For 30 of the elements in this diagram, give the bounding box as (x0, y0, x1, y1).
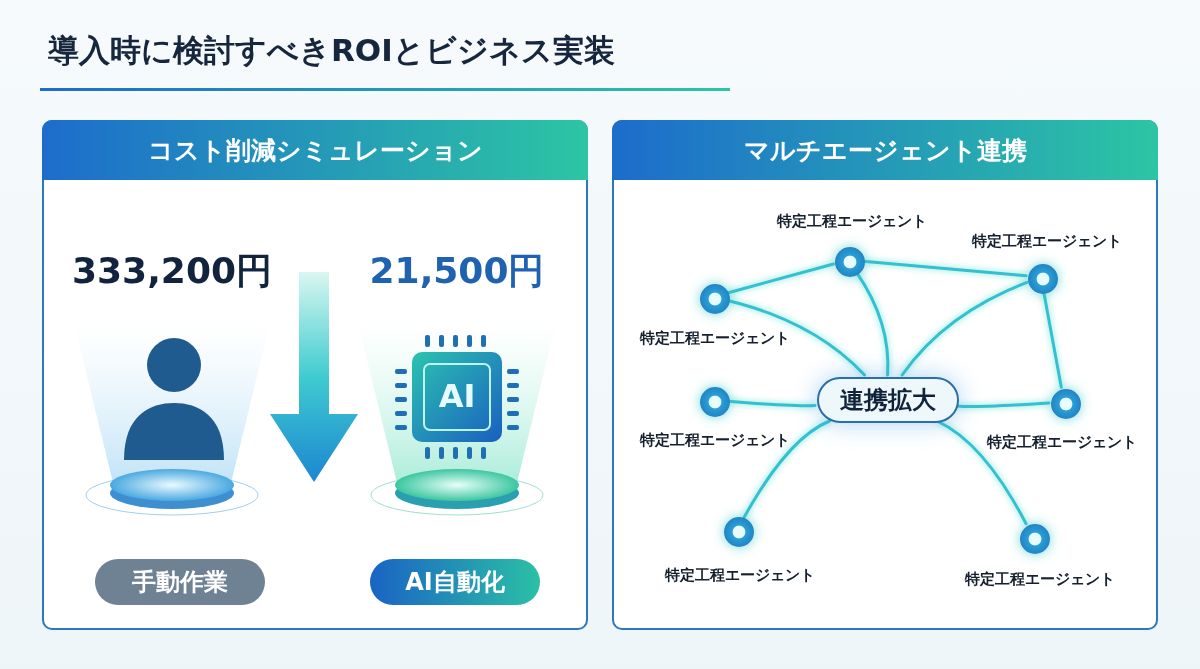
agent-node (700, 284, 730, 314)
agent-label: 特定工程エージェント (972, 232, 1122, 251)
connector-line (726, 262, 835, 295)
hub-pill: 連携拡大 (817, 377, 959, 423)
connector-line (742, 419, 831, 519)
agent-node (724, 517, 754, 547)
chip-label: AI (438, 377, 476, 415)
agent-label: 特定工程エージェント (640, 431, 790, 450)
agent-node (1028, 264, 1058, 294)
agent-label: 特定工程エージェント (777, 212, 927, 231)
panel-header: コスト削減シミュレーション (42, 120, 588, 180)
cost-amount: 21,500円 (369, 249, 545, 293)
agent-label: 特定工程エージェント (965, 570, 1115, 589)
agent-label: 特定工程エージェント (987, 433, 1137, 452)
panel (612, 120, 1158, 630)
panel-header: マルチエージェント連携 (612, 120, 1158, 180)
agent-node (700, 387, 730, 417)
agent-node (835, 247, 865, 277)
label-pill: 手動作業 (95, 559, 265, 605)
panel (42, 120, 588, 630)
agent-label: 特定工程エージェント (665, 566, 815, 585)
page-title: 導入時に検討すべきROIとビジネス実装 (48, 31, 615, 70)
agent-node (1020, 524, 1050, 554)
agent-label: 特定工程エージェント (640, 329, 790, 348)
connector-line (955, 401, 1051, 409)
connector-line (935, 419, 1028, 526)
connector-line (900, 280, 1029, 377)
agent-node (1051, 389, 1081, 419)
cost-amount: 333,200円 (72, 249, 272, 293)
label-pill: AI自動化 (370, 559, 540, 605)
